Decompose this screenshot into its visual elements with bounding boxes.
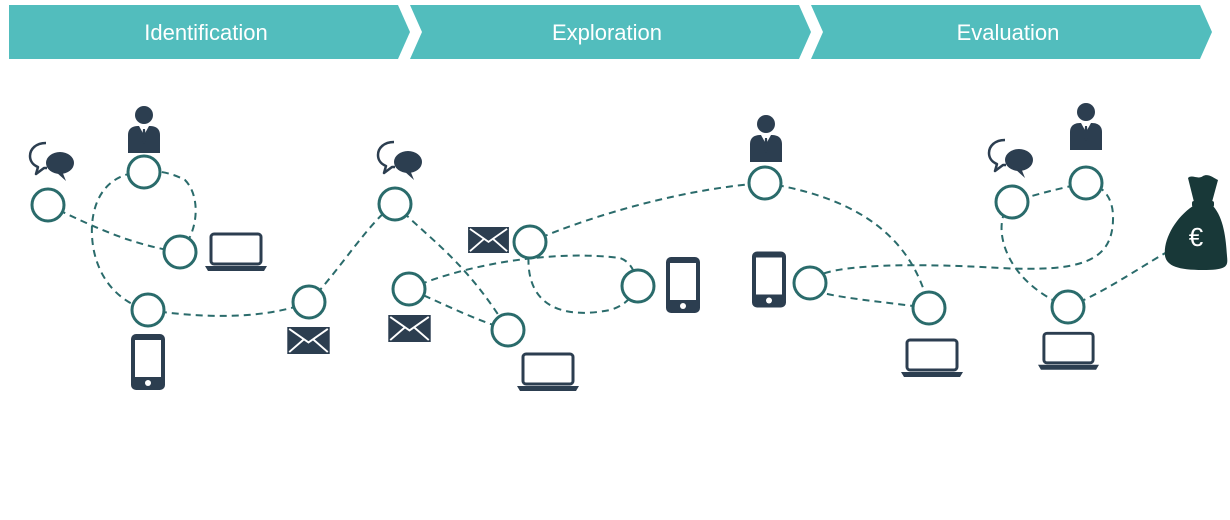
journey-path-segment (1011, 182, 1087, 203)
stage-banner: Identification Exploration Evaluation (9, 5, 1212, 59)
touchpoint-node (490, 312, 526, 348)
smartphone-icon (752, 251, 786, 308)
journey-path-segment (764, 182, 930, 309)
touchpoint-node (792, 265, 828, 301)
touchpoint-node (994, 184, 1030, 220)
touchpoint-node (620, 268, 656, 304)
journey-path-segment (90, 171, 149, 311)
journey-path-segment (1000, 201, 1069, 308)
chat-bubbles-icon (28, 141, 76, 181)
businessperson-icon (750, 115, 782, 162)
touchpoint-node (377, 186, 413, 222)
touchpoint-node (162, 234, 198, 270)
envelope-icon (467, 227, 510, 253)
laptop-icon (901, 338, 963, 378)
smartphone-icon (131, 334, 165, 390)
touchpoint-node (130, 292, 166, 328)
stage-exploration-arrow (410, 5, 811, 59)
businessperson-icon (1070, 103, 1102, 150)
touchpoint-node (391, 271, 427, 307)
journey-path-segment (1067, 247, 1176, 308)
money-bag-icon: € (1164, 175, 1228, 270)
touchpoint-node (747, 165, 783, 201)
journey-path-segment (394, 203, 509, 331)
stage-evaluation-arrow (811, 5, 1212, 59)
laptop-icon (1038, 331, 1099, 371)
touchpoint-node (1050, 289, 1086, 325)
journey-path-segment (529, 182, 766, 243)
stage-label-exploration: Exploration (552, 20, 662, 45)
envelope-icon (388, 315, 431, 342)
stage-label-identification: Identification (144, 20, 268, 45)
touchpoint-node (911, 290, 947, 326)
businessperson-icon (128, 106, 160, 153)
currency-symbol: € (1189, 222, 1204, 252)
chat-bubbles-icon (376, 140, 424, 180)
touchpoint-node (512, 224, 548, 260)
touchpoint-node (126, 154, 162, 190)
journey-path-segment (308, 203, 396, 303)
touchpoint-node (291, 284, 327, 320)
smartphone-icon (666, 257, 700, 313)
stage-identification-arrow (9, 5, 410, 59)
journey-path-segment (47, 204, 181, 253)
chat-bubbles-icon (987, 138, 1035, 178)
laptop-icon (205, 232, 267, 272)
journey-path-segment (808, 182, 1115, 309)
stage-label-evaluation: Evaluation (957, 20, 1060, 45)
journey-path-segment (147, 301, 310, 317)
touchpoint-node (1068, 165, 1104, 201)
touchpoints (30, 154, 1104, 348)
touchpoint-node (30, 187, 66, 223)
icons: € (28, 103, 1228, 392)
laptop-icon (517, 352, 579, 392)
envelope-icon (287, 327, 330, 354)
